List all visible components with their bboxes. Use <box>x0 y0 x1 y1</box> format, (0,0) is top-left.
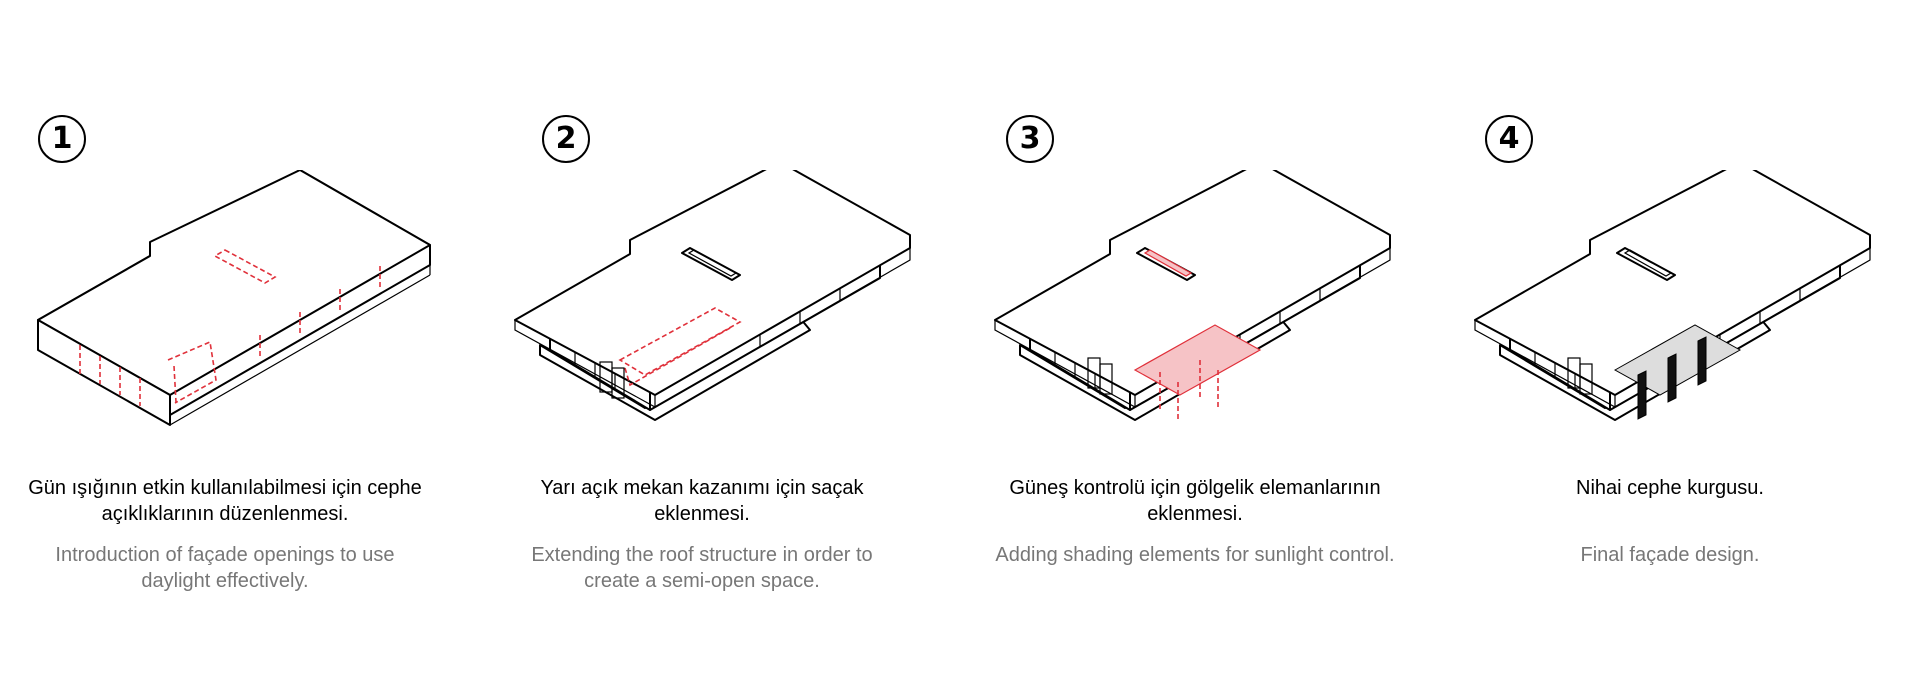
english-caption: Final façade design. <box>1580 544 1760 566</box>
axonometric-drawing-step-2 <box>514 170 911 421</box>
english-caption: Introduction of façade openings to use d… <box>55 544 395 592</box>
step-3: 3 Güneş kontrolü için gölgelik elemanlar… <box>960 0 1440 692</box>
skylight-opening-outline <box>213 249 277 284</box>
turkish-caption: Güneş kontrolü için gölgelik elemanların… <box>1009 477 1381 525</box>
step-4: 4 Nihai cephe kurgusu. Final façade desi… <box>1440 0 1920 692</box>
step-number-badge: 1 <box>38 115 86 163</box>
step-2: 2 Yarı açık mekan kazanımı için saçak ek… <box>480 0 960 692</box>
pergola-shading-highlight <box>1133 324 1262 396</box>
step-1: 1 Gün ışığının etkin kullanılabilmesi iç… <box>0 0 480 692</box>
skylight-shading-highlight <box>1143 249 1193 277</box>
english-caption: Adding shading elements for sunlight con… <box>995 544 1395 566</box>
step-number-badge: 4 <box>1485 115 1533 163</box>
axonometric-drawing-step-4 <box>1474 170 1871 421</box>
english-caption: Extending the roof structure in order to… <box>531 544 873 592</box>
axonometric-drawing-step-1 <box>37 170 431 426</box>
axonometric-drawing-step-3 <box>994 170 1391 421</box>
turkish-caption: Nihai cephe kurgusu. <box>1576 477 1764 499</box>
step-number-badge: 3 <box>1006 115 1054 163</box>
turkish-caption: Gün ışığının etkin kullanılabilmesi için… <box>28 477 422 525</box>
step-number-badge: 2 <box>542 115 590 163</box>
turkish-caption: Yarı açık mekan kazanımı için saçak ekle… <box>540 477 864 525</box>
